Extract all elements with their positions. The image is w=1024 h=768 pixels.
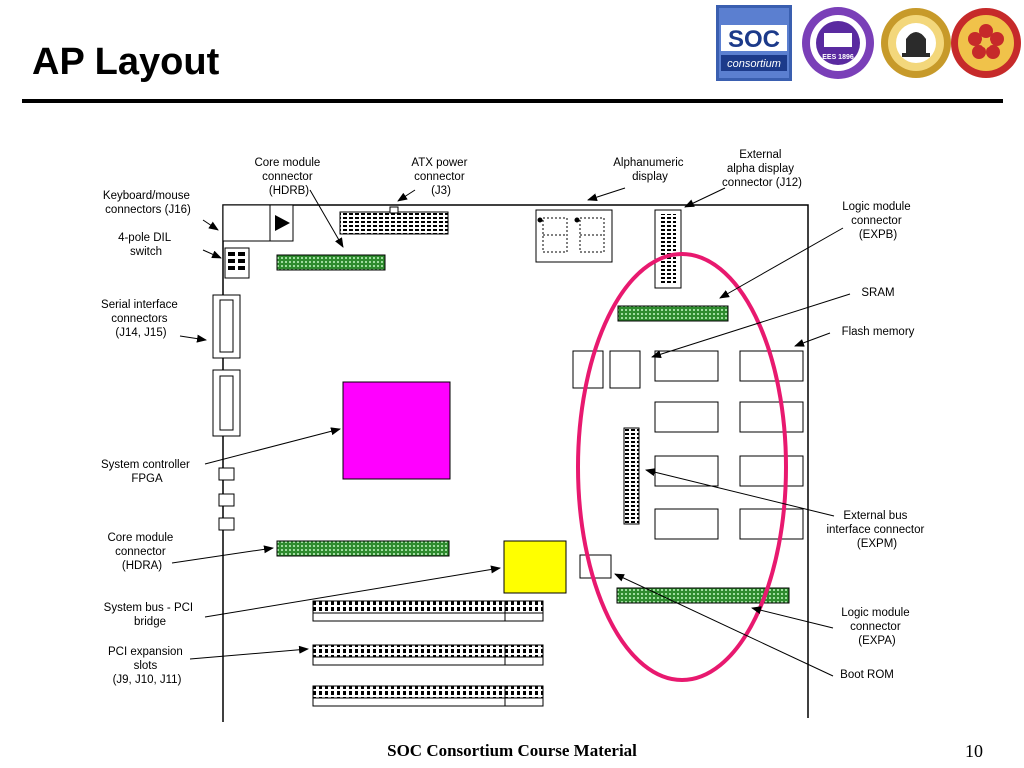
memory-chip-2 (654, 401, 719, 433)
led-indicators (218, 467, 235, 531)
expb-connector (617, 305, 729, 322)
memory-chip-4 (654, 455, 719, 487)
label-boot-rom: Boot ROM (840, 669, 894, 681)
label-dil-switch: 4-pole DIL switch (118, 232, 174, 258)
label-atx-power: ATX power connector (J3) (411, 157, 470, 197)
consortium-logo-text: consortium (727, 58, 781, 70)
slide-title: AP Layout (32, 41, 220, 83)
label-core-module-hdra: Core module connector (HDRA) (107, 532, 176, 572)
label-serial: Serial interface connectors (J14, J15) (101, 299, 181, 339)
atx-power-connector (339, 206, 449, 235)
label-pci-slots: PCI expansion slots (J9, J10, J11) (108, 646, 186, 686)
title-rule (22, 99, 1003, 103)
label-sysctrl: System controller FPGA (101, 459, 193, 485)
keyboard-mouse-connectors (222, 204, 294, 242)
label-flash: Flash memory (842, 326, 915, 338)
label-logic-expb: Logic module connector (EXPB) (842, 201, 914, 241)
memory-chips (654, 350, 804, 540)
page-number: 10 (965, 741, 983, 761)
external-alpha-connector (654, 209, 682, 289)
small-chip-2 (609, 350, 641, 389)
ap-board-diagram: Core module connector (HDRB) ATX power c… (101, 149, 927, 722)
label-ext-bus: External bus interface connector (EXPM) (826, 510, 927, 550)
label-logic-expa: Logic module connector (EXPA) (841, 607, 913, 647)
soc-consortium-logo: SOC consortium (716, 5, 792, 81)
label-core-module-hdrb: Core module connector (HDRB) (254, 157, 323, 197)
soc-logo-text: SOC (728, 26, 780, 53)
hdrb-connector (276, 254, 386, 271)
system-controller-fpga (342, 381, 451, 480)
university-seal-flower-icon (950, 5, 1022, 81)
label-sram: SRAM (861, 287, 894, 299)
label-external-alpha: External alpha display connector (J12) (722, 149, 802, 189)
memory-chip-5 (739, 455, 804, 487)
ees-seal-text: EES 1896 (822, 54, 854, 61)
university-seal-bell-icon (880, 5, 952, 81)
expa-connector (616, 587, 790, 604)
university-seal-ees-icon: EES 1896 (800, 5, 876, 81)
label-sysbus-pci: System bus - PCI bridge (104, 602, 197, 628)
leader-lines (171, 187, 851, 677)
hdra-connector (276, 540, 450, 557)
alphanumeric-display (535, 209, 613, 263)
footer-text: SOC Consortium Course Material (387, 741, 637, 760)
label-alphanumeric: Alphanumeric display (613, 157, 687, 183)
expm-connector (623, 427, 640, 525)
dil-switch (224, 247, 250, 279)
pci-expansion-slots (312, 600, 544, 707)
pci-bridge-chip (503, 540, 567, 594)
memory-chip-7 (739, 508, 804, 540)
memory-chip-3 (739, 401, 804, 433)
serial-connectors (212, 294, 241, 437)
label-keyboard: Keyboard/mouse connectors (J16) (103, 190, 193, 216)
board-outline (222, 204, 809, 722)
sram-chip (654, 350, 719, 382)
memory-chip-6 (654, 508, 719, 540)
highlight-ellipse (576, 252, 788, 682)
boot-rom-chip (579, 554, 612, 579)
